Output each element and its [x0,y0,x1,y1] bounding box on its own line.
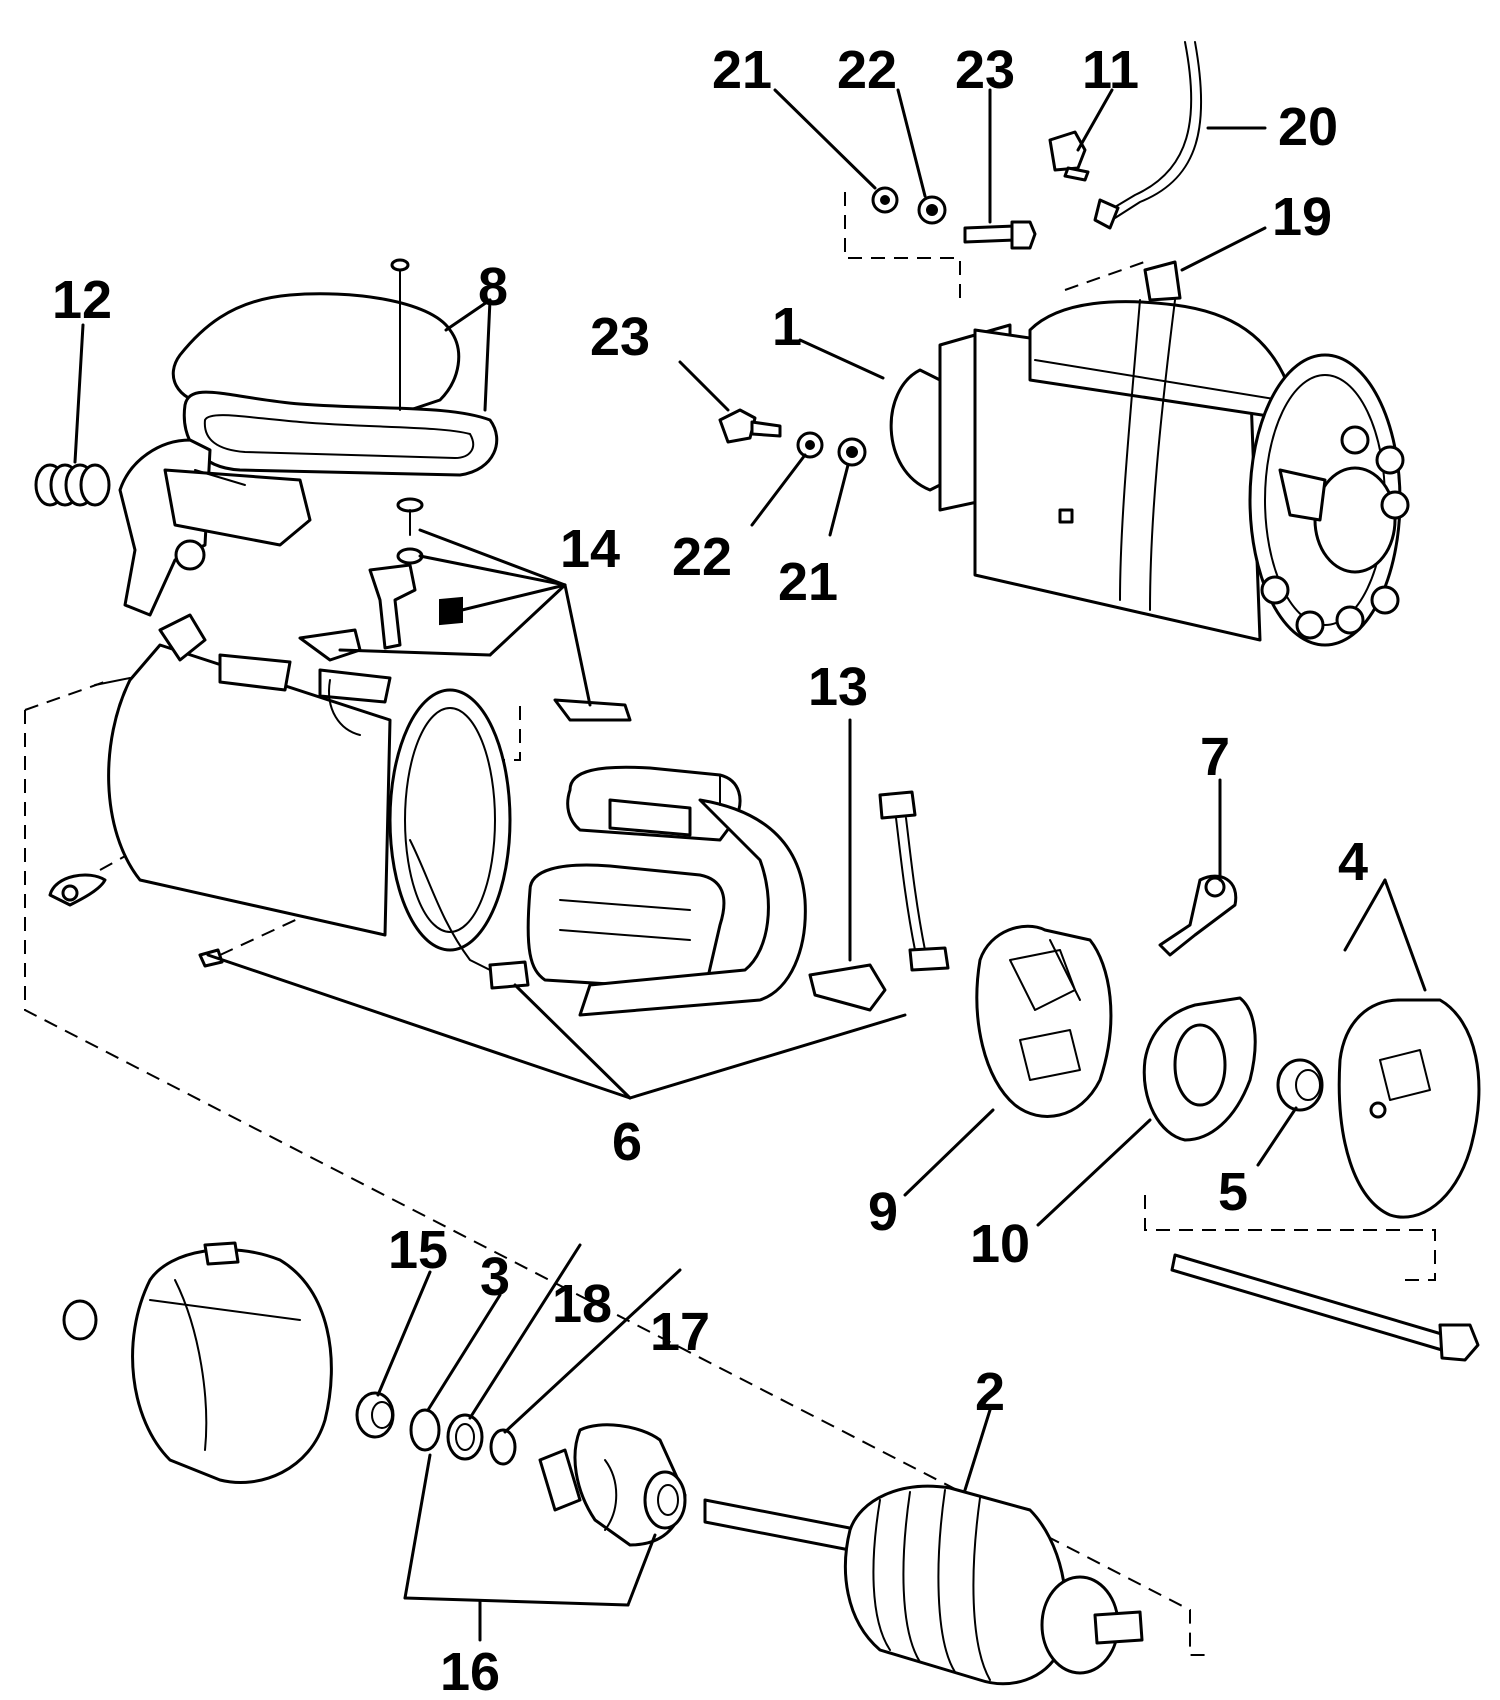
field-coils [526,765,807,1017]
callout-16: 16 [440,1642,500,1700]
callout-20: 20 [1278,97,1338,157]
callout-23-mid: 23 [590,307,650,367]
callout-17: 17 [650,1302,710,1362]
washer-plate [1142,996,1257,1142]
leader-lines [73,88,1427,1642]
assembled-starter-motor [889,260,1410,647]
armature [703,1484,1144,1686]
callout-22-mid: 22 [672,527,732,587]
pinion-drive [538,1423,687,1547]
callout-21-top: 21 [712,40,772,100]
callout-2: 2 [975,1362,1005,1422]
callout-9: 9 [868,1182,898,1242]
callout-10: 10 [970,1214,1030,1274]
terminal-hardware [298,497,632,722]
drive-washers [355,1391,517,1466]
callout-22-top: 22 [837,40,897,100]
callouts: 21 22 23 11 20 19 1 23 22 21 8 12 14 13 … [52,40,1368,1700]
through-bolt [1170,1253,1480,1362]
hardware-top-row [871,41,1203,250]
callout-14: 14 [560,519,620,579]
callout-12: 12 [52,270,112,330]
drive-end-housing [62,1241,333,1484]
callout-11: 11 [1082,40,1139,100]
commutator-end-frame [1337,998,1481,1219]
callout-7: 7 [1200,727,1230,787]
brush-plate [975,924,1113,1118]
callout-21-mid: 21 [778,552,838,612]
callout-19: 19 [1272,187,1332,247]
brush-holder-lead [808,790,950,1012]
frame-housing [48,613,530,990]
callout-15: 15 [388,1220,448,1280]
callout-13: 13 [808,657,868,717]
brush-spring [1158,874,1238,957]
callout-23-top: 23 [955,40,1015,100]
callout-8: 8 [478,257,508,317]
spring [34,463,111,507]
callout-3: 3 [480,1247,510,1307]
callout-5: 5 [1218,1162,1248,1222]
callout-6: 6 [612,1112,642,1172]
shift-lever-assembly [118,438,312,617]
hardware-middle-row [718,408,867,467]
callout-4: 4 [1338,832,1368,892]
solenoid-cover-and-gasket [171,258,499,477]
callout-18: 18 [552,1274,612,1334]
bushing [1276,1058,1324,1112]
callout-1: 1 [772,297,802,357]
